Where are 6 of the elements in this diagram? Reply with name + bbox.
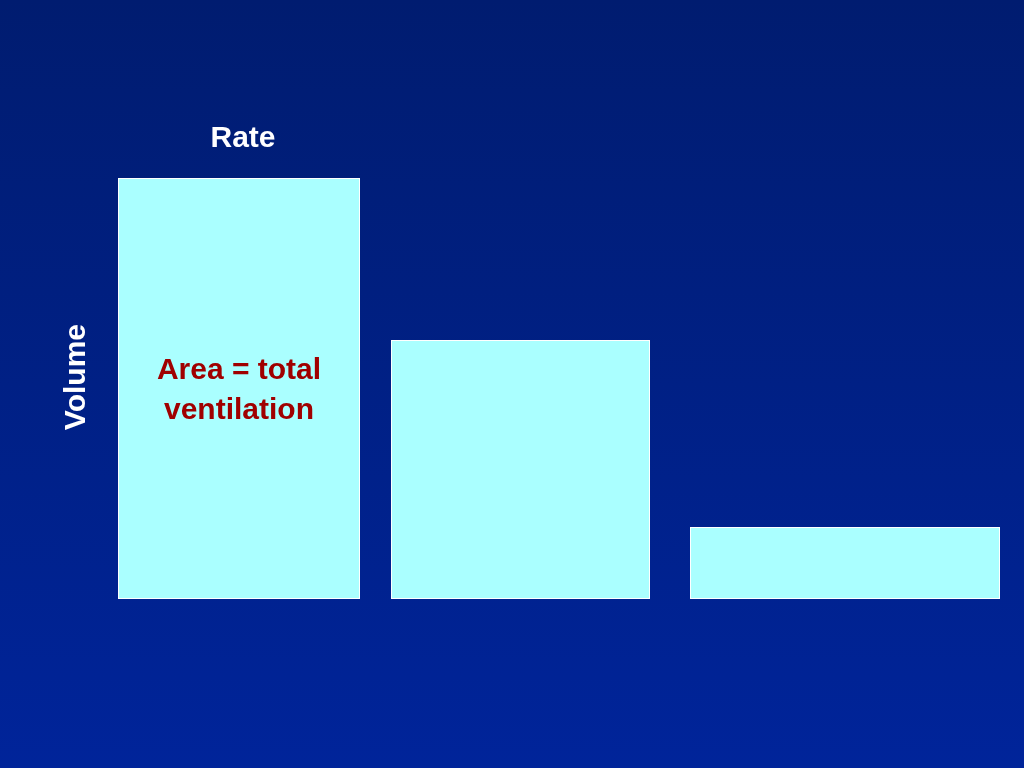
axis-label: Rate	[210, 120, 276, 154]
bar	[391, 340, 650, 599]
bar	[690, 527, 1000, 599]
bar	[118, 178, 360, 599]
area-label: Area = total ventilation	[155, 351, 323, 427]
axis-label: Volume	[58, 323, 92, 431]
